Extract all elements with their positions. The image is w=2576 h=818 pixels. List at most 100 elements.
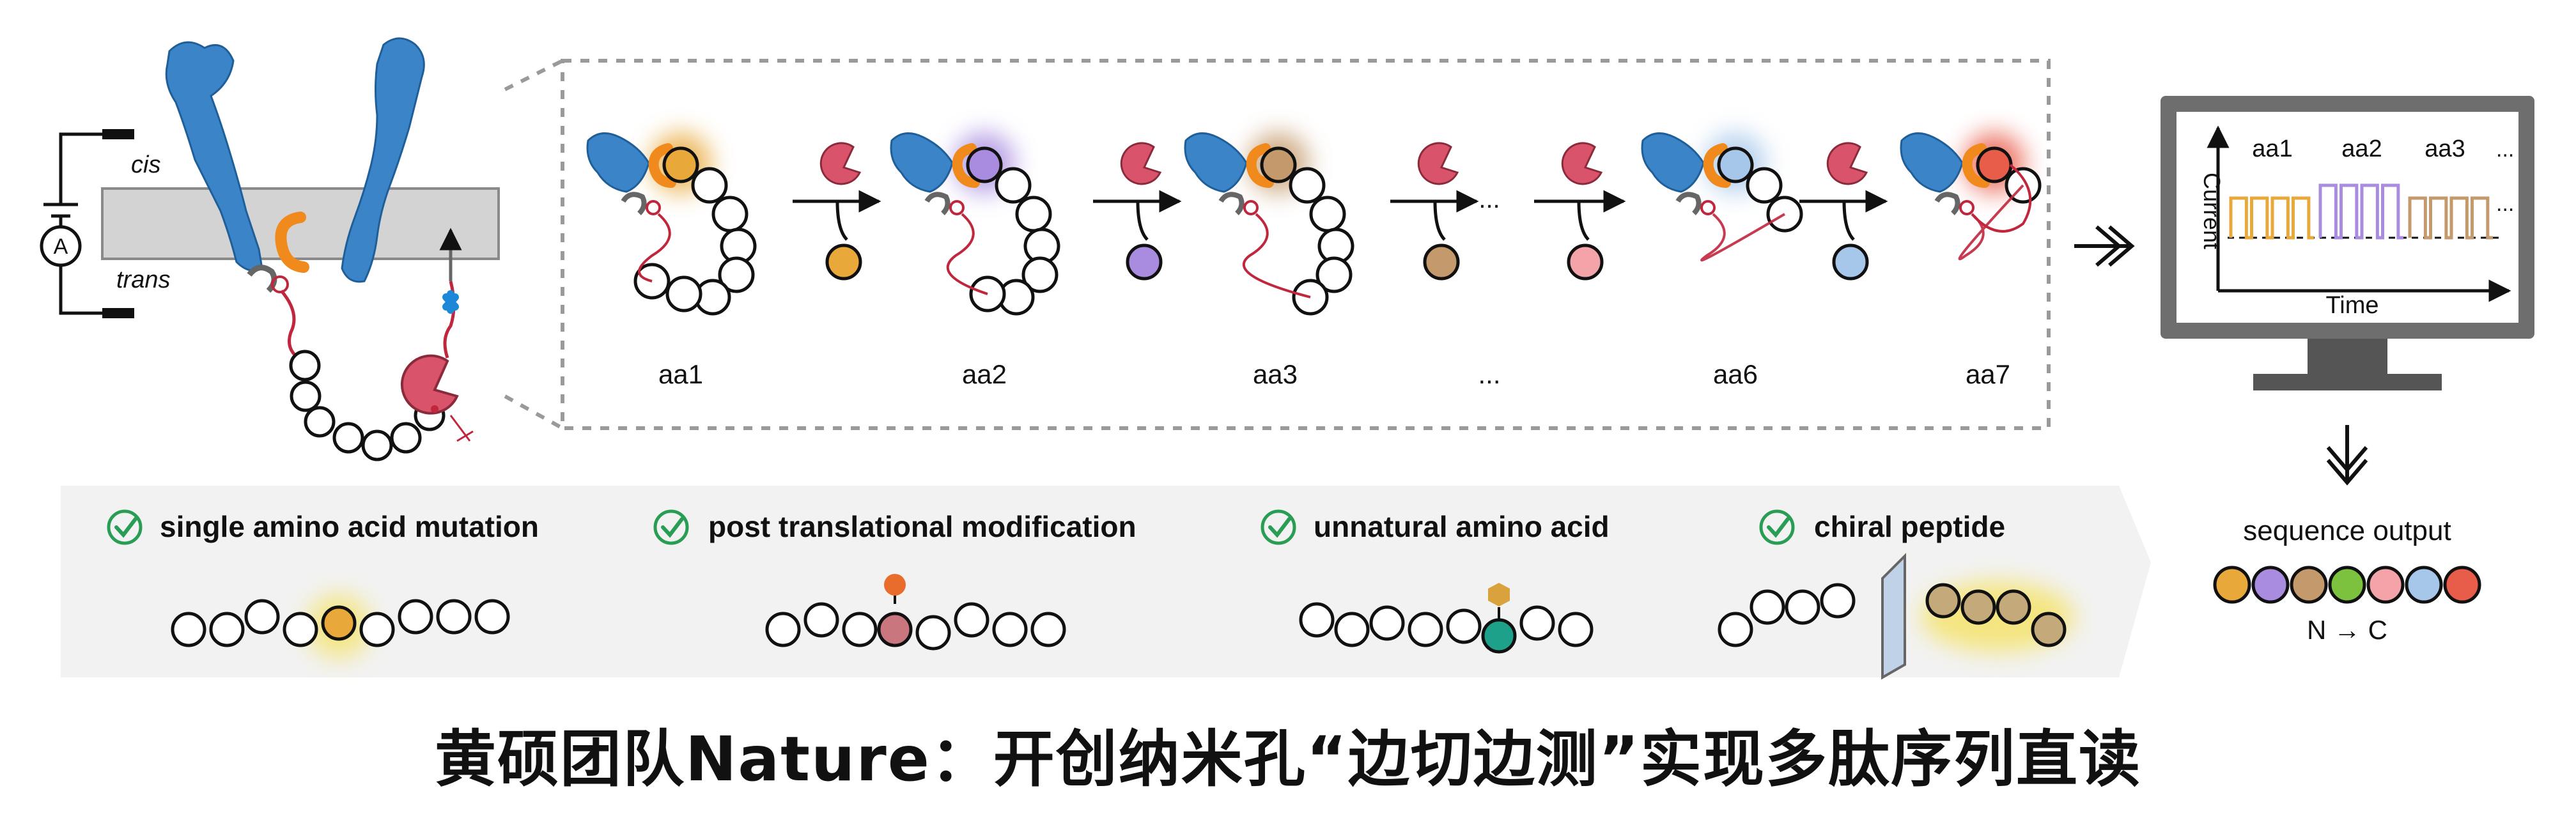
cis-label: cis (131, 151, 160, 178)
pore-fragment (1184, 132, 1248, 193)
current-aa (966, 146, 1003, 183)
membrane (101, 187, 500, 260)
chain-residue (718, 256, 755, 293)
trans-label: trans (116, 266, 170, 293)
y-axis-label: Current (2199, 173, 2225, 249)
cleaved-aa (825, 243, 862, 281)
output-residue (2213, 566, 2251, 604)
scissors-icon (449, 415, 474, 442)
sequence-output-chain (2213, 566, 2481, 604)
step-2: aa2 (890, 132, 1182, 389)
arrow-to-monitor (2074, 225, 2135, 267)
current-trace-3 (2408, 196, 2493, 240)
chain-residue (1315, 256, 1353, 293)
pore-fragment (1641, 132, 1705, 193)
app-label-chiral: chiral peptide (1814, 510, 2005, 543)
zoom-callout (504, 59, 2051, 430)
current-aa (1717, 146, 1754, 183)
chain-residue (1021, 256, 1059, 293)
chain-residue (1746, 167, 1783, 204)
cleaved-aa (1126, 243, 1163, 281)
app-label-mutation: single amino acid mutation (160, 510, 539, 543)
current-trace-1 (2229, 196, 2314, 240)
current-aa (662, 146, 699, 183)
step-label: aa6 (1713, 359, 1758, 389)
monitor-screen (2176, 112, 2518, 323)
chain-chiral-right (1925, 583, 2067, 647)
applications-panel (61, 486, 2151, 677)
trace-ellipsis-mid: ... (2496, 192, 2514, 216)
step-label: aa2 (962, 359, 1007, 389)
step-label: aa1 (658, 359, 703, 389)
sequence-direction: N → C (2307, 615, 2387, 645)
output-residue (2290, 566, 2328, 604)
monitor-stand (2253, 374, 2442, 390)
ammeter-label: A (54, 235, 68, 259)
arrow-to-output (2326, 425, 2368, 486)
output-residue (2366, 566, 2405, 604)
chain-unnatural (1299, 602, 1594, 654)
step-ellipsis: ... (1478, 185, 1500, 213)
current-trace-2 (2318, 183, 2403, 240)
chain-residue (665, 275, 702, 313)
pore-fragment (1900, 132, 1964, 193)
app-label-ptm: post translational modification (708, 510, 1137, 543)
current-aa (1976, 146, 2013, 183)
pore-fragment (890, 132, 954, 193)
pore-fragment (586, 132, 650, 193)
check-icon (107, 509, 143, 545)
circuit (40, 132, 134, 315)
mirror-plane (1881, 553, 1906, 680)
step-label: aa7 (1966, 359, 2010, 389)
chain-ptm (765, 602, 1066, 651)
x-axis-label: Time (2325, 292, 2378, 319)
output-residue (2443, 566, 2481, 604)
enzyme-icon (1561, 142, 1603, 185)
cleaved-aa (1423, 243, 1460, 281)
pore-protein-left (165, 41, 263, 272)
applications: single amino acid mutation post translat… (107, 509, 2074, 680)
chain-residue (995, 167, 1032, 204)
output-residue (2251, 566, 2290, 604)
current-traces (2229, 183, 2493, 240)
trace-label-aa2: aa2 (2341, 135, 2382, 162)
output-residue (2405, 566, 2443, 604)
chain-residue (1309, 196, 1346, 233)
peptide-chain-left (289, 350, 446, 461)
step-3: aa3 (1184, 132, 1479, 389)
clip (247, 265, 277, 293)
trace-label-aa1: aa1 (2252, 135, 2292, 162)
cleaved-aa (1567, 243, 1604, 281)
pore-protein-right (341, 37, 425, 283)
check-icon (1261, 509, 1296, 545)
chain-residue (1015, 196, 1052, 233)
chain-chiral-left (1718, 583, 1856, 647)
app-label-unnatural: unnatural amino acid (1314, 510, 1610, 543)
step-sequence: aa1 aa2 aa3...... aa6 aa7 (586, 132, 2042, 389)
chain-mutation (171, 599, 510, 647)
check-icon (1759, 509, 1795, 545)
monitor: Current Time aa1 aa2 aa3 ... ... (2161, 96, 2534, 390)
output-residue (2328, 566, 2366, 604)
trace-ellipsis-top: ... (2496, 137, 2514, 162)
check-icon (653, 509, 689, 545)
step-6: aa7 (1900, 132, 2042, 389)
nanopore-panel: A cis trans (40, 37, 500, 461)
page-title: 黄硕团队Nature：开创纳米孔“边切边测”实现多肽序列直读 (435, 723, 2141, 795)
cleaved-residue (442, 290, 459, 314)
current-aa (1260, 146, 1297, 183)
cleaved-aa (1832, 243, 1869, 281)
enzyme-icon (400, 354, 459, 415)
enzyme-icon (1826, 142, 1868, 185)
enzyme-icon (819, 142, 862, 185)
chain-residue (691, 167, 728, 204)
chain-residue (711, 196, 749, 233)
step-label: ... (1478, 359, 1500, 389)
trace-label-aa3: aa3 (2425, 135, 2465, 162)
step-label: aa3 (1253, 359, 1298, 389)
enzyme-icon (1417, 142, 1459, 185)
step-4: ...... (1478, 142, 1626, 389)
step-5: aa6 (1641, 132, 1888, 389)
adapter (275, 212, 309, 273)
